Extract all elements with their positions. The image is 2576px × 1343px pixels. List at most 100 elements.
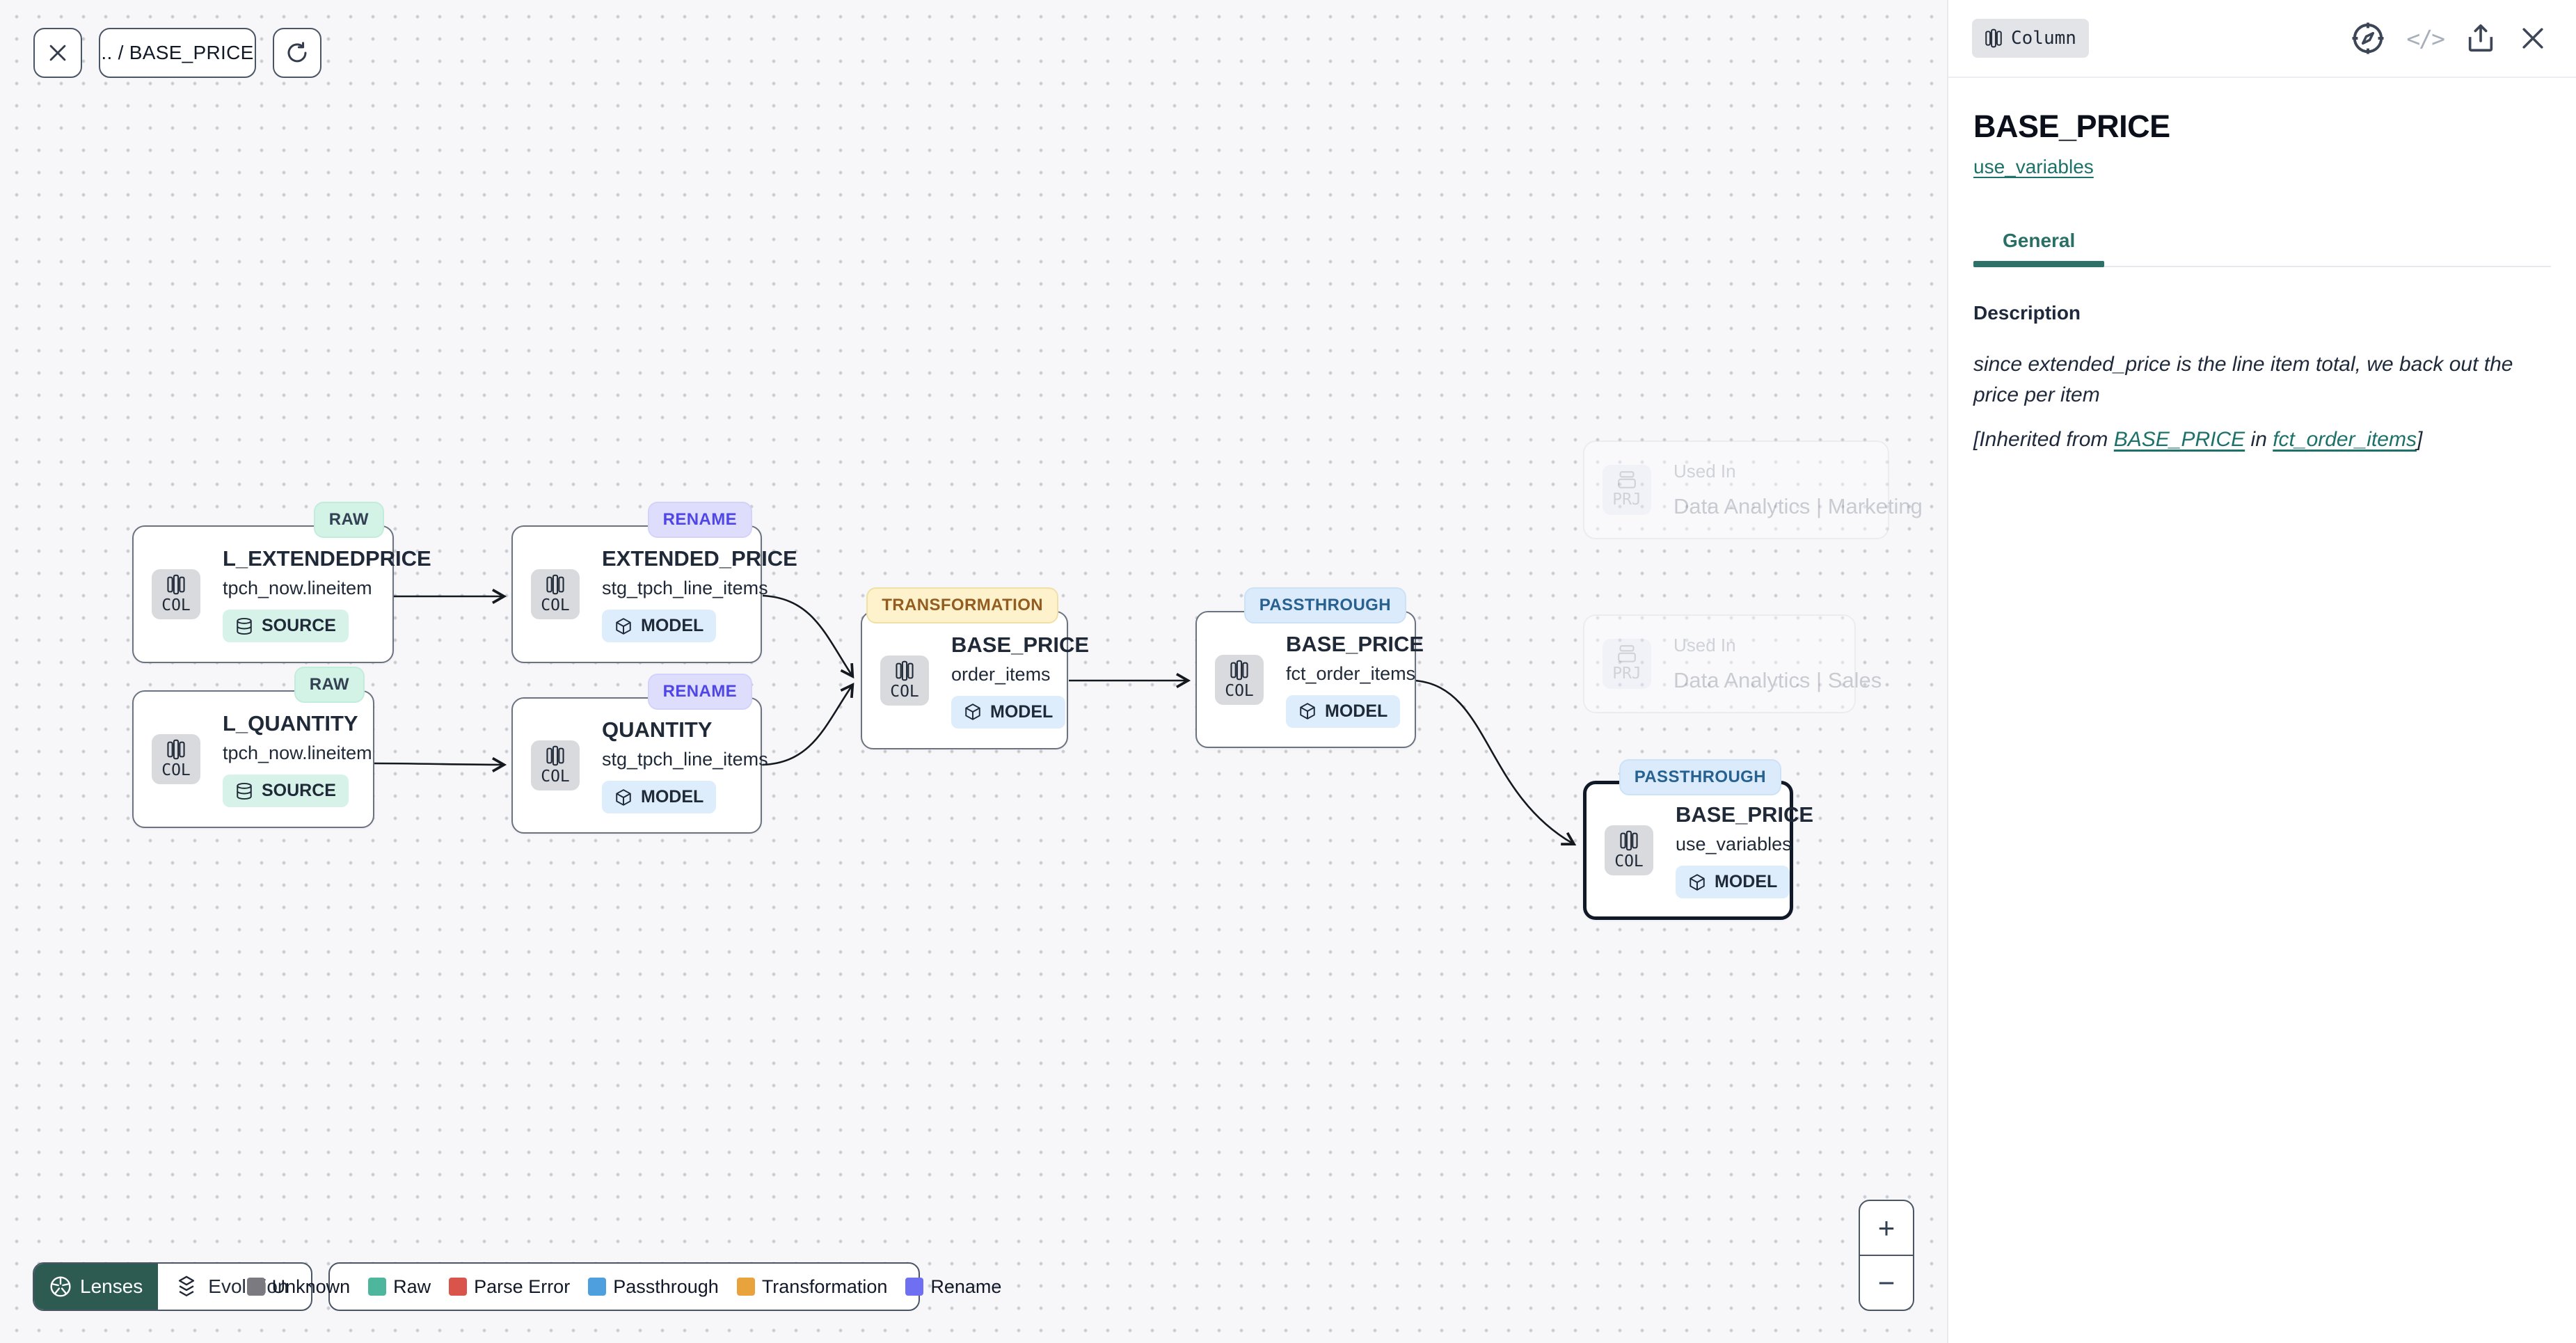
used-in-name: Data Analytics | Sales — [1673, 668, 1882, 692]
lineage-node-extended-price[interactable]: RENAME COL EXTENDED_PRICE stg_tpch_line_… — [511, 502, 797, 663]
model-link[interactable]: use_variables — [1973, 156, 2094, 177]
lineage-node-quantity[interactable]: RENAME COL QUANTITY stg_tpch_line_items … — [511, 674, 768, 834]
kind-label: COL — [1614, 852, 1644, 871]
lenses-control: Lenses Evolution — [33, 1262, 312, 1311]
legend-item-rename: Rename — [905, 1276, 1001, 1298]
legend-item-unknown: Unknown — [246, 1276, 350, 1298]
database-icon — [237, 782, 252, 800]
evolution-layers-icon — [179, 1276, 195, 1296]
column-icon — [546, 574, 564, 595]
inherited-note: [Inherited from BASE_PRICE in fct_order_… — [1973, 428, 2423, 451]
legend-swatch — [246, 1278, 265, 1296]
kind-label: PRJ — [1612, 665, 1641, 683]
chevron-down-icon — [308, 1283, 311, 1288]
model-cube-icon — [1689, 873, 1705, 891]
panel-tabs: General — [1973, 230, 2551, 267]
node-title: L_EXTENDEDPRICE — [223, 546, 431, 571]
close-icon — [49, 45, 66, 61]
column-icon — [1230, 660, 1248, 680]
legend-swatch — [588, 1278, 607, 1296]
node-kind-badge: SOURCE — [223, 610, 349, 642]
share-export-icon[interactable] — [2465, 22, 2497, 55]
column-icon — [896, 660, 914, 681]
legend-swatch — [736, 1278, 755, 1296]
legend-item-passthrough: Passthrough — [588, 1276, 719, 1298]
edge — [762, 594, 854, 679]
tab-general[interactable]: General — [1973, 230, 2105, 267]
zoom-out-button[interactable]: − — [1877, 1266, 1895, 1299]
project-kind-box: PRJ — [1603, 465, 1651, 515]
node-type-badge: RAW — [313, 502, 384, 538]
legend-item-raw: Raw — [368, 1276, 431, 1298]
breadcrumb[interactable]: .. / BASE_PRICE — [99, 28, 256, 78]
used-in-label: Used In — [1673, 635, 1736, 655]
node-kind-badge: MODEL — [951, 695, 1066, 729]
lineage-node-l-extendedprice[interactable]: RAW COL L_EXTENDEDPRICE tpch_now.lineite… — [132, 502, 431, 663]
node-subtitle: fct_order_items — [1286, 662, 1416, 684]
panel-title: BASE_PRICE — [1973, 109, 2170, 144]
lineage-node-base-price-order-items[interactable]: TRANSFORMATION COL BASE_PRICE order_item… — [861, 587, 1089, 749]
legend-swatch — [905, 1278, 924, 1296]
details-panel: Column </> BASE_PRICE use_variables Gene… — [1947, 0, 2576, 1343]
legend-item-transformation: Transformation — [736, 1276, 887, 1298]
node-subtitle: tpch_now.lineitem — [223, 578, 372, 598]
lineage-node-base-price-use-variables[interactable]: PASSTHROUGH COL BASE_PRICE use_variables… — [1583, 759, 1813, 920]
edge — [762, 682, 854, 766]
column-icon — [167, 739, 185, 760]
refresh-button[interactable] — [273, 28, 321, 78]
database-icon — [237, 617, 252, 635]
node-type-badge: TRANSFORMATION — [866, 587, 1058, 623]
inherited-model-link[interactable]: fct_order_items — [2273, 428, 2417, 451]
edge — [372, 757, 507, 772]
node-subtitle: stg_tpch_line_items — [602, 578, 768, 598]
lineage-edges — [372, 589, 1577, 846]
breadcrumb-label: .. / BASE_PRICE — [101, 42, 254, 63]
lineage-canvas[interactable]: .. / BASE_PRICE PRJ Used In Data Analyti… — [0, 0, 1947, 1343]
legend-swatch — [449, 1278, 468, 1296]
model-cube-icon — [616, 788, 631, 806]
zoom-in-button[interactable]: + — [1860, 1201, 1913, 1256]
column-kind-box: COL — [531, 569, 580, 619]
kind-label: PRJ — [1612, 491, 1641, 509]
node-title: EXTENDED_PRICE — [602, 546, 797, 571]
legend-swatch — [368, 1278, 387, 1296]
ghost-node-used-in-marketing: PRJ Used In Data Analytics | Marketing — [1583, 440, 1923, 539]
lens-aperture-icon — [50, 1276, 71, 1297]
project-kind-box: PRJ — [1603, 639, 1651, 689]
node-subtitle: tpch_now.lineitem — [223, 742, 372, 763]
view-code-icon: </> — [2406, 24, 2445, 52]
model-cube-icon — [616, 617, 631, 635]
node-title: BASE_PRICE — [1676, 802, 1814, 827]
lenses-button[interactable]: Lenses — [34, 1264, 159, 1310]
node-title: BASE_PRICE — [1286, 631, 1424, 656]
description-heading: Description — [1973, 302, 2081, 324]
kind-label: COL — [541, 768, 570, 786]
lenses-label: Lenses — [80, 1276, 143, 1297]
node-type-badge: PASSTHROUGH — [1619, 759, 1781, 795]
node-title: BASE_PRICE — [951, 632, 1090, 657]
panel-header: Column </> — [1948, 0, 2576, 78]
model-cube-icon — [965, 704, 980, 720]
kind-label: COL — [541, 596, 570, 614]
lineage-node-base-price-fct-order-items[interactable]: PASSTHROUGH COL BASE_PRICE fct_order_ite… — [1195, 587, 1424, 748]
used-in-name: Data Analytics | Marketing — [1673, 494, 1923, 518]
inherited-column-link[interactable]: BASE_PRICE — [2113, 428, 2245, 451]
column-icon — [546, 745, 564, 766]
column-icon — [167, 574, 185, 595]
compass-explore-icon[interactable] — [2351, 21, 2385, 56]
close-lineage-button[interactable] — [33, 28, 82, 78]
column-kind-box: COL — [880, 655, 929, 706]
node-kind-badge: MODEL — [602, 610, 717, 642]
lineage-node-l-quantity[interactable]: RAW COL L_QUANTITY tpch_now.lineitem SOU… — [132, 667, 374, 828]
column-kind-box: COL — [152, 569, 200, 619]
column-kind-box: COL — [531, 740, 580, 790]
edge — [1415, 679, 1577, 846]
node-subtitle: stg_tpch_line_items — [602, 749, 768, 770]
node-title: L_QUANTITY — [223, 711, 358, 736]
project-icon — [1618, 471, 1636, 488]
node-type-badge: RAW — [294, 667, 365, 703]
kind-label: COL — [1225, 681, 1254, 700]
close-panel-icon[interactable] — [2518, 23, 2548, 54]
node-type-badge: PASSTHROUGH — [1243, 587, 1406, 623]
kind-label: COL — [890, 682, 919, 701]
